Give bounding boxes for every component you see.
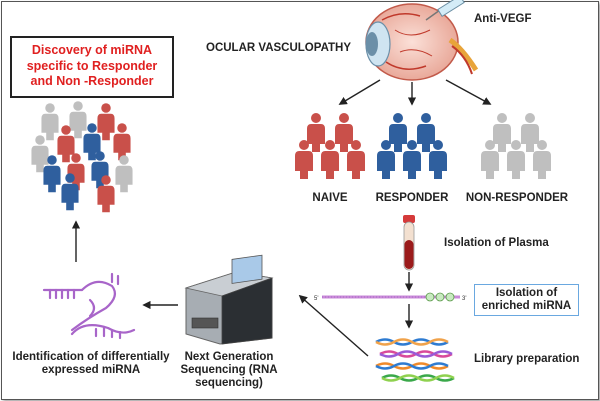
person-figure xyxy=(429,140,447,179)
title-line: and Non -Responder xyxy=(30,74,154,88)
mirna-icon xyxy=(42,272,136,340)
arrow-to-sequencer xyxy=(298,294,369,357)
person-figure xyxy=(533,140,551,179)
syringe-icon xyxy=(425,0,465,21)
identification-label: Identification of differentially express… xyxy=(6,351,176,377)
strand-3-label: 3' xyxy=(462,296,466,302)
rna-strand-icon xyxy=(322,292,460,302)
anti-vegf-label: Anti-VEGF xyxy=(474,13,532,25)
discovery-box: Discovery of miRNA specific to Responder… xyxy=(10,36,174,98)
enriched-mirna-box: Isolation of enriched miRNA xyxy=(474,284,579,316)
title-line: Discovery of miRNA xyxy=(31,43,153,57)
naive-label: NAIVE xyxy=(312,192,348,204)
person-figure xyxy=(377,140,395,179)
person-figure xyxy=(113,123,131,161)
ocular-vasculopathy-label: OCULAR VASCULOPATHY xyxy=(206,42,352,54)
person-figure xyxy=(67,153,85,191)
enriched-line: Isolation of xyxy=(495,287,558,299)
person-figure xyxy=(69,101,87,139)
person-figure xyxy=(389,113,407,152)
person-figure xyxy=(43,155,61,193)
dna-strands-icon xyxy=(375,338,455,382)
ngs-label: Next Generation Sequencing (RNA sequenci… xyxy=(170,351,288,390)
blood-tube-icon xyxy=(403,215,415,271)
person-figure xyxy=(83,123,101,161)
people-group-icon xyxy=(31,101,133,213)
person-figure xyxy=(91,151,109,189)
eye-icon xyxy=(365,3,479,81)
person-figure xyxy=(97,175,115,213)
title-line: specific to Responder xyxy=(26,58,158,73)
enriched-line: enriched miRNA xyxy=(481,300,572,312)
person-figure xyxy=(493,113,511,152)
person-figure xyxy=(307,113,325,152)
person-figure xyxy=(31,135,49,173)
arrow-to-naive xyxy=(338,79,381,105)
ngs-line: Next Generation xyxy=(184,351,274,363)
person-figure xyxy=(481,140,499,179)
ngs-line: sequencing) xyxy=(195,377,263,389)
people-group-icon xyxy=(481,113,551,179)
person-figure xyxy=(57,125,75,163)
people-group-icon xyxy=(295,113,365,179)
person-figure xyxy=(41,103,59,141)
ngs-line: Sequencing (RNA xyxy=(180,364,278,376)
strand-5-label: 5' xyxy=(314,296,318,302)
person-figure xyxy=(321,140,339,179)
non-responder-label: NON-RESPONDER xyxy=(465,192,569,204)
person-figure xyxy=(507,140,525,179)
identification-line: Identification of differentially xyxy=(12,351,170,363)
arrow-to-non-responder xyxy=(445,79,492,105)
person-figure xyxy=(347,140,365,179)
person-figure xyxy=(417,113,435,152)
person-figure xyxy=(521,113,539,152)
responder-label: RESPONDER xyxy=(375,192,449,204)
isolation-plasma-label: Isolation of Plasma xyxy=(444,237,549,249)
person-figure xyxy=(295,140,313,179)
person-figure xyxy=(335,113,353,152)
person-figure xyxy=(97,103,115,141)
sequencer-icon xyxy=(184,254,274,345)
person-figure xyxy=(61,173,79,211)
title: Discovery of miRNA specific to Responder… xyxy=(12,43,172,90)
identification-line: expressed miRNA xyxy=(41,364,141,376)
library-preparation-label: Library preparation xyxy=(474,353,580,365)
person-figure xyxy=(403,140,421,179)
person-figure xyxy=(115,155,133,193)
people-group-icon xyxy=(377,113,447,179)
